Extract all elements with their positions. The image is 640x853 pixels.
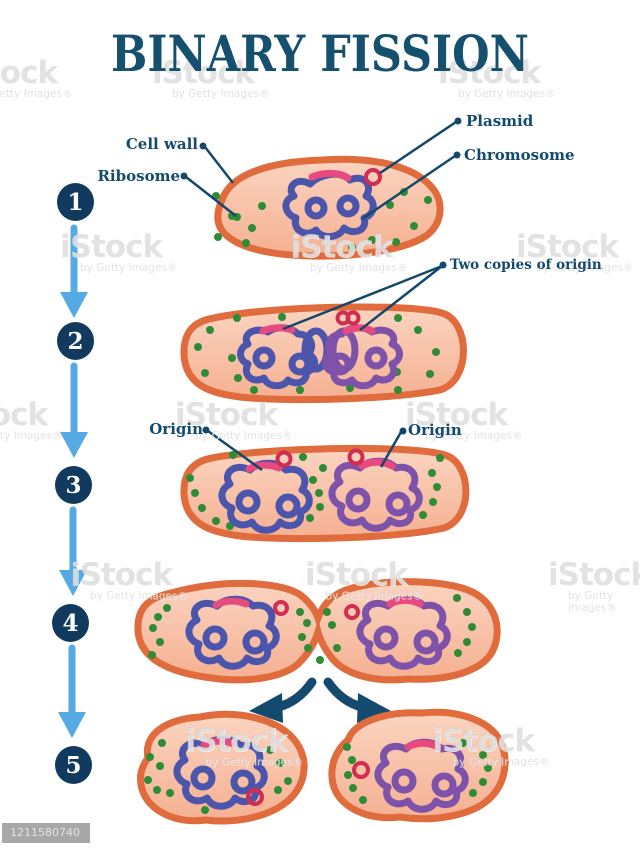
origin-segment [308, 169, 352, 182]
label-ribosome: Ribosome [97, 167, 180, 185]
cell-step2 [180, 303, 467, 404]
down-arrow-icon [58, 644, 86, 738]
label-origin-left: Origin [149, 420, 203, 438]
ribosome-dots [148, 594, 476, 664]
step-marker-5: 5 [55, 746, 92, 784]
plasmid-icon [364, 168, 382, 186]
leader-origin-right [379, 427, 407, 468]
step-marker-4: 4 [52, 604, 89, 642]
plasmid-icon [246, 788, 264, 806]
curved-arrow-right-icon [323, 677, 391, 723]
label-origin-right: Origin [408, 421, 462, 439]
label-cell-wall: Cell wall [125, 135, 198, 153]
ribosome-dots [343, 739, 492, 804]
label-two-copies: Two copies of origin [450, 257, 602, 273]
leader-plasmid [379, 117, 462, 175]
leader-ribosome [180, 172, 237, 217]
leader-lines [180, 117, 462, 472]
plasmid-icon [335, 310, 361, 326]
stock-id-badge: 1211580740 [2, 823, 90, 843]
cell-step3 [180, 444, 470, 543]
cell-body [134, 578, 501, 684]
down-arrow-icon [60, 362, 88, 458]
origin-segment [259, 324, 296, 335]
replicating-chromosome [237, 324, 403, 390]
step-marker-3: 3 [55, 466, 92, 504]
cell-step5-left [136, 710, 308, 825]
leader-two-copies [282, 261, 447, 331]
cell-body [214, 155, 444, 260]
plasmid-icon [352, 761, 370, 779]
down-arrow-icon [60, 224, 88, 318]
cell-step5-right [328, 708, 509, 823]
ribosome-dots [186, 451, 444, 530]
division-arrows [249, 677, 391, 723]
step-arrows [58, 224, 88, 738]
cell-step4 [134, 578, 501, 684]
leader-cell-wall [199, 142, 234, 184]
step-marker-1: 1 [57, 183, 94, 221]
label-plasmid: Plasmid [466, 112, 534, 130]
label-chromosome: Chromosome [464, 146, 575, 164]
plasmid-icon [347, 448, 365, 466]
leader-origin-left [202, 426, 263, 472]
origin-segment [342, 324, 376, 335]
step-marker-2: 2 [57, 322, 94, 360]
ribosome-dots [212, 188, 432, 251]
plasmid-icon [275, 450, 293, 468]
plasmid-icon [273, 600, 289, 616]
plasmid-icon [344, 604, 360, 620]
curved-arrow-left-icon [249, 677, 317, 723]
chromosome [282, 169, 377, 240]
leader-chromosome [361, 151, 461, 221]
cell-step1 [212, 155, 444, 260]
page-title: BINARY FISSION [111, 24, 529, 83]
down-arrow-icon [59, 506, 87, 596]
